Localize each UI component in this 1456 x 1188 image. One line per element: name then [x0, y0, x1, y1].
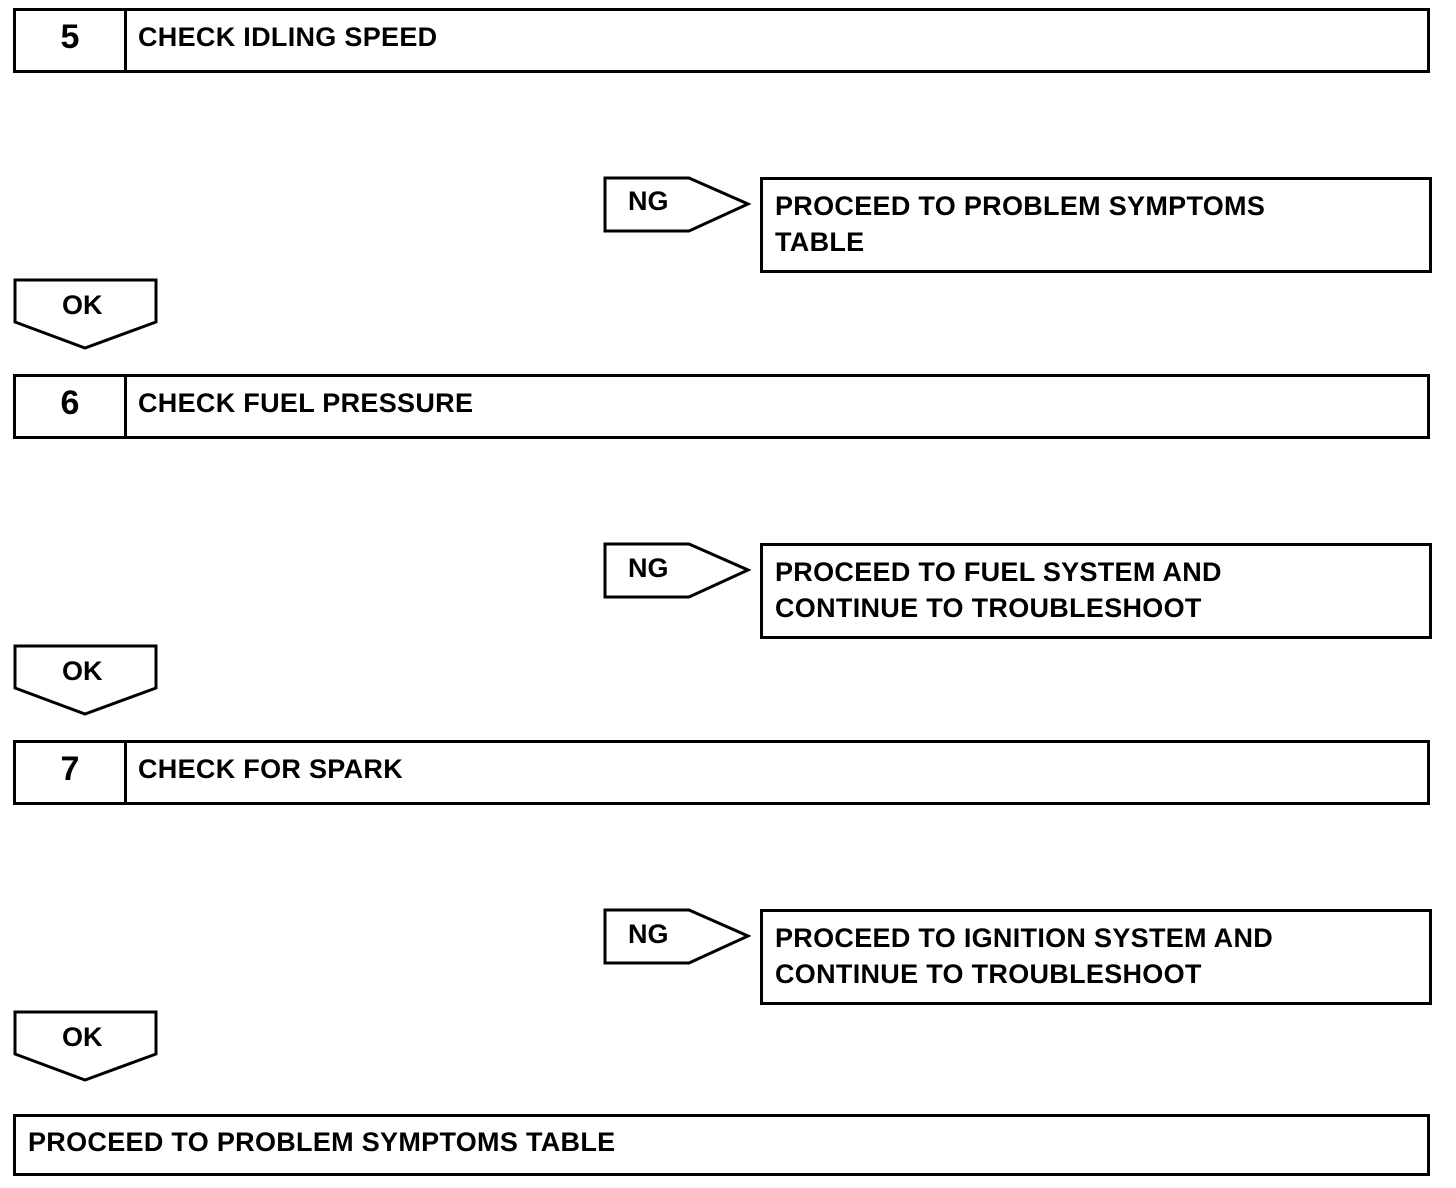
ng-label: NG [628, 186, 669, 216]
ok-arrow-icon [13, 1010, 158, 1082]
ng-action-line: PROCEED TO IGNITION SYSTEM AND [775, 923, 1274, 953]
ok-arrow-icon [13, 278, 158, 350]
ng-action-line: PROCEED TO PROBLEM SYMPTOMS [775, 191, 1266, 221]
final-action-box: PROCEED TO PROBLEM SYMPTOMS TABLE [13, 1114, 1430, 1176]
ng-action-box: PROCEED TO PROBLEM SYMPTOMS TABLE [760, 177, 1432, 273]
ng-arrow-icon [603, 908, 751, 965]
step-6-box: 6 CHECK FUEL PRESSURE [13, 374, 1430, 439]
ng-label: NG [628, 919, 669, 949]
step-number: 5 [16, 11, 127, 70]
ng-action-line: PROCEED TO FUEL SYSTEM AND [775, 557, 1222, 587]
ok-label: OK [62, 290, 103, 320]
step-number: 7 [16, 743, 127, 802]
step-number: 6 [16, 377, 127, 436]
step-title: CHECK FOR SPARK [138, 754, 404, 784]
step-title: CHECK IDLING SPEED [138, 22, 438, 52]
step-title: CHECK FUEL PRESSURE [138, 388, 474, 418]
ok-label: OK [62, 1022, 103, 1052]
step-5-box: 5 CHECK IDLING SPEED [13, 8, 1430, 73]
ng-action-box: PROCEED TO IGNITION SYSTEM AND CONTINUE … [760, 909, 1432, 1005]
ng-action-line: CONTINUE TO TROUBLESHOOT [775, 593, 1202, 623]
ok-arrow-icon [13, 644, 158, 716]
ng-action-line: TABLE [775, 227, 865, 257]
ng-action-line: CONTINUE TO TROUBLESHOOT [775, 959, 1202, 989]
ok-label: OK [62, 656, 103, 686]
ng-arrow-icon [603, 176, 751, 233]
ng-arrow-icon [603, 542, 751, 599]
step-7-box: 7 CHECK FOR SPARK [13, 740, 1430, 805]
ng-label: NG [628, 553, 669, 583]
ng-action-box: PROCEED TO FUEL SYSTEM AND CONTINUE TO T… [760, 543, 1432, 639]
